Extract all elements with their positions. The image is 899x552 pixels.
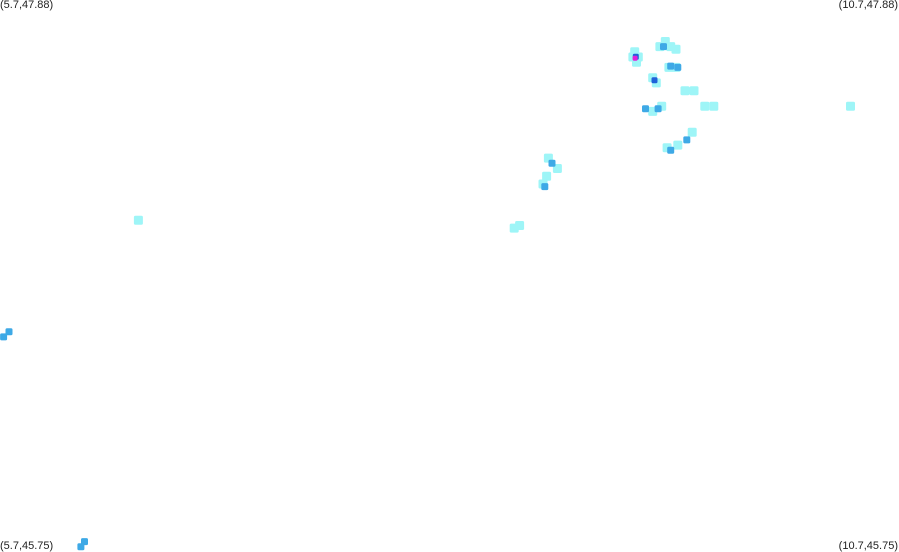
precip-cell-medium xyxy=(5,328,13,336)
precip-cell-medium xyxy=(654,105,662,113)
precip-cell-light xyxy=(515,221,525,230)
precip-cell-medium xyxy=(667,146,675,154)
precip-cell-medium xyxy=(667,62,675,70)
precip-cell-medium xyxy=(0,333,8,341)
precip-cell-light xyxy=(689,86,699,96)
precip-cell-medium xyxy=(660,43,667,51)
precip-cell-light xyxy=(133,215,143,225)
precip-cell-peak xyxy=(632,55,638,61)
corner-label-top-left: (5.7,47.88) xyxy=(0,0,54,11)
precip-cell-light xyxy=(687,127,697,137)
precip-cell-medium xyxy=(77,543,85,551)
precip-cell-light xyxy=(680,86,690,96)
corner-label-bottom-right: (10.7,45.75) xyxy=(838,540,898,552)
precip-cell-medium xyxy=(683,136,691,144)
precip-cell-light xyxy=(671,44,681,54)
precip-cell-medium xyxy=(642,105,649,113)
precip-cell-light xyxy=(673,140,683,150)
precip-cell-medium xyxy=(548,159,556,167)
precip-cell-strong xyxy=(651,77,658,84)
corner-label-bottom-left: (5.7,45.75) xyxy=(0,540,54,552)
precip-cell-light xyxy=(542,171,552,181)
precip-cell-medium xyxy=(541,183,549,191)
precip-cell-light xyxy=(846,101,855,111)
precipitation-cells xyxy=(0,37,855,551)
precip-cell-light xyxy=(700,101,710,111)
precip-cell-light xyxy=(709,101,719,111)
precip-cell-medium xyxy=(674,63,682,71)
corner-label-top-right: (10.7,47.88) xyxy=(838,0,898,11)
